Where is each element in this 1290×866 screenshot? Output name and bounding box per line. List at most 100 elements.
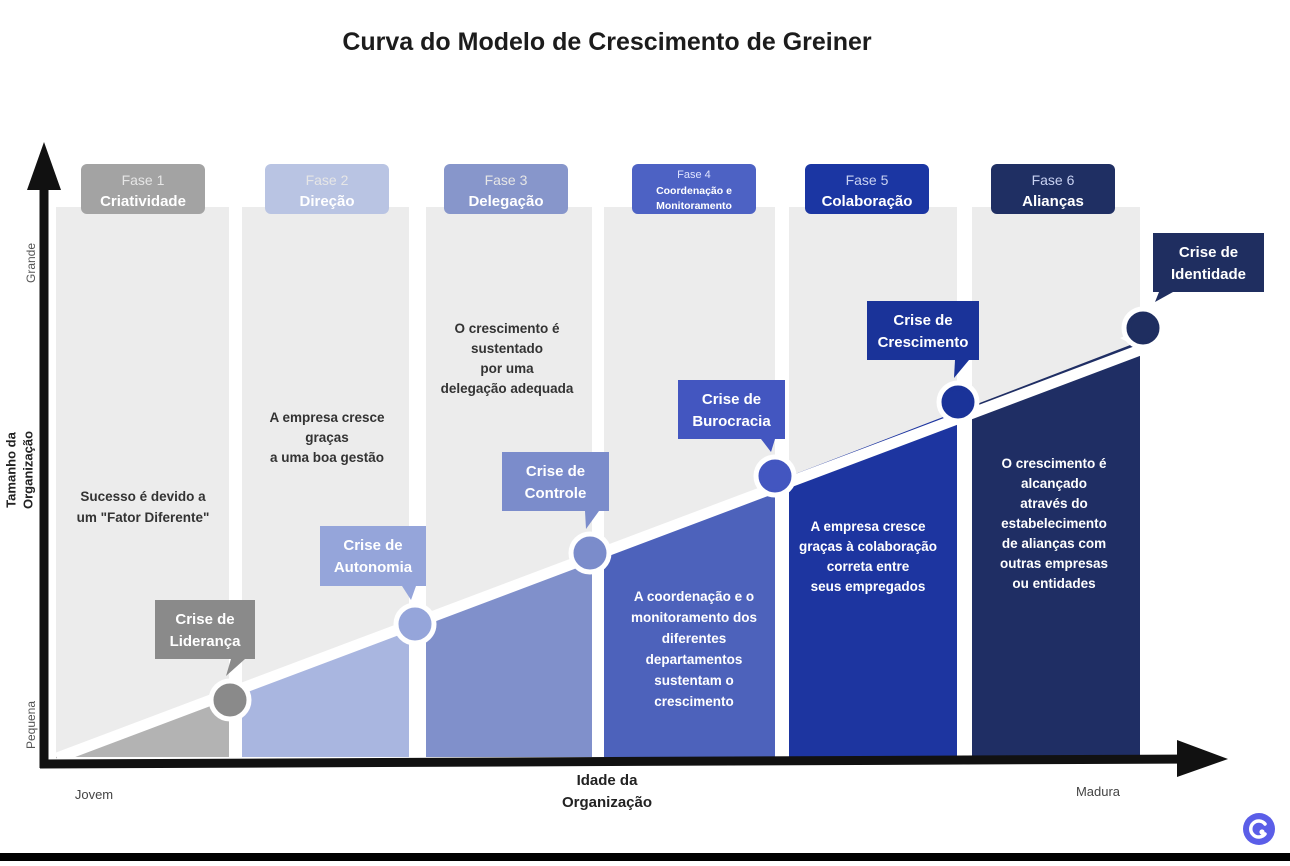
- phase-description-line: através do: [1020, 496, 1088, 511]
- crisis-label-line: Crise de: [702, 391, 761, 408]
- x-axis-arrowhead: [1177, 740, 1228, 777]
- phase-fill-6: [972, 341, 1140, 757]
- phase-name: Monitoramento: [656, 200, 732, 212]
- crisis-box: [678, 380, 785, 439]
- phase-number: Fase 1: [122, 172, 165, 188]
- phase-description-line: O crescimento é: [454, 321, 560, 336]
- phase-description-line: seus empregados: [811, 579, 926, 594]
- x-tick-left: Jovem: [75, 787, 113, 802]
- phase-name: Delegação: [468, 193, 543, 210]
- crisis-marker-ring: [576, 539, 604, 567]
- phase-description-line: de alianças com: [1002, 536, 1106, 551]
- phase-description-line: um "Fator Diferente": [77, 510, 210, 525]
- x-axis-line: [39, 754, 1201, 769]
- bottom-border: [0, 853, 1290, 861]
- phase-header-box: [81, 164, 205, 214]
- y-tick-label: Pequena: [24, 701, 38, 749]
- phase-description-line: graças: [305, 430, 349, 445]
- crisis-box: [1153, 233, 1264, 292]
- phase-description-line: A empresa cresce: [269, 410, 385, 425]
- crisis-label-line: Liderança: [170, 633, 242, 650]
- diagram-title: Curva do Modelo de Crescimento de Greine…: [342, 28, 872, 56]
- crisis-label-line: Crise de: [175, 611, 234, 628]
- y-axis-label-line: Organização: [20, 431, 35, 509]
- crisis-pointer: [402, 586, 416, 600]
- phase-description-line: ou entidades: [1012, 576, 1095, 591]
- phase-background-1: [56, 207, 229, 757]
- phase-description-5: A empresa cresce graças à colaboração corr…: [799, 519, 937, 594]
- crisis-box: [502, 452, 609, 511]
- crisis-marker-ring: [944, 388, 972, 416]
- phase-description-4: A coordenação e o monitoramento dos difere…: [631, 589, 757, 709]
- phase-description-line: Sucesso é devido a: [80, 489, 206, 504]
- y-tick-bottom: Pequena: [24, 701, 38, 749]
- phase-header-4: Fase 4 Coordenação e Monitoramento: [632, 164, 756, 214]
- phase-description-line: crescimento: [654, 694, 734, 709]
- phase-header-3: Fase 3 Delegação: [444, 164, 568, 214]
- crisis-label-line: Crise de: [343, 537, 402, 554]
- y-axis-arrowhead: [27, 142, 61, 190]
- phase-header-2: Fase 2 Direção: [265, 164, 389, 214]
- crisis-box: [155, 600, 255, 659]
- phase-header-1: Fase 1 Criatividade: [81, 164, 205, 214]
- crisis-marker-ring: [1129, 314, 1157, 342]
- phase-header-5: Fase 5 Colaboração: [805, 164, 929, 214]
- crisis-label-line: Autonomia: [334, 559, 413, 576]
- phase-number: Fase 3: [485, 172, 528, 188]
- crisis-pointer: [954, 360, 969, 378]
- phase-header-box: [991, 164, 1115, 214]
- x-axis-label-line: Organização: [562, 794, 652, 811]
- brand-logo-icon: [1243, 813, 1275, 845]
- x-tick-right: Madura: [1076, 784, 1121, 799]
- phase-number: Fase 2: [306, 172, 349, 188]
- crisis-callout-4: Crise de Burocracia: [678, 380, 797, 498]
- crisis-box: [320, 526, 426, 586]
- phase-description-line: estabelecimento: [1001, 516, 1107, 531]
- phase-name: Coordenação e: [656, 185, 732, 197]
- phase-fill-4: [604, 481, 775, 757]
- crisis-label-line: Burocracia: [692, 413, 771, 430]
- phase-header-box: [805, 164, 929, 214]
- y-axis-label-line: Tamanho da: [3, 431, 18, 507]
- crisis-pointer: [761, 439, 775, 452]
- crisis-box: [867, 301, 979, 360]
- phase-name: Criatividade: [100, 193, 186, 210]
- phase-description-line: correta entre: [827, 559, 910, 574]
- phase-description-line: por uma: [480, 361, 534, 376]
- crisis-callout-5: Crise de Crescimento: [867, 301, 980, 424]
- crisis-label-line: Controle: [525, 485, 587, 502]
- phase-description-line: monitoramento dos: [631, 610, 757, 625]
- phase-number: Fase 5: [846, 172, 889, 188]
- crisis-label-line: Crise de: [1179, 244, 1238, 261]
- y-tick-label: Grande: [24, 243, 38, 283]
- phase-description-line: sustentado: [471, 341, 543, 356]
- phase-description-line: O crescimento é: [1001, 456, 1107, 471]
- phase-fill-2: [242, 622, 409, 757]
- crisis-label-line: Crescimento: [878, 334, 969, 351]
- phase-description-line: alcançado: [1021, 476, 1087, 491]
- crisis-pointer: [226, 659, 245, 676]
- phase-name: Direção: [299, 193, 354, 210]
- phase-description-line: graças à colaboração: [799, 539, 937, 554]
- phase-header-box: [265, 164, 389, 214]
- phase-description-line: departamentos: [646, 652, 743, 667]
- phase-header-box: [632, 164, 756, 214]
- x-axis-label-line: Idade da: [577, 772, 639, 789]
- crisis-label-line: Crise de: [893, 312, 952, 329]
- phase-description-line: diferentes: [662, 631, 727, 646]
- phase-number: Fase 4: [677, 169, 711, 181]
- phase-description-line: A coordenação e o: [634, 589, 754, 604]
- phase-description-2: A empresa cresce graças a uma boa gestão: [269, 410, 385, 465]
- crisis-marker-ring: [401, 610, 429, 638]
- phase-name: Colaboração: [822, 193, 913, 210]
- crisis-label-line: Identidade: [1171, 266, 1246, 283]
- phase-description-line: a uma boa gestão: [270, 450, 384, 465]
- phase-header-box: [444, 164, 568, 214]
- growth-curve: [55, 288, 1290, 764]
- phase-description-line: A empresa cresce: [810, 519, 926, 534]
